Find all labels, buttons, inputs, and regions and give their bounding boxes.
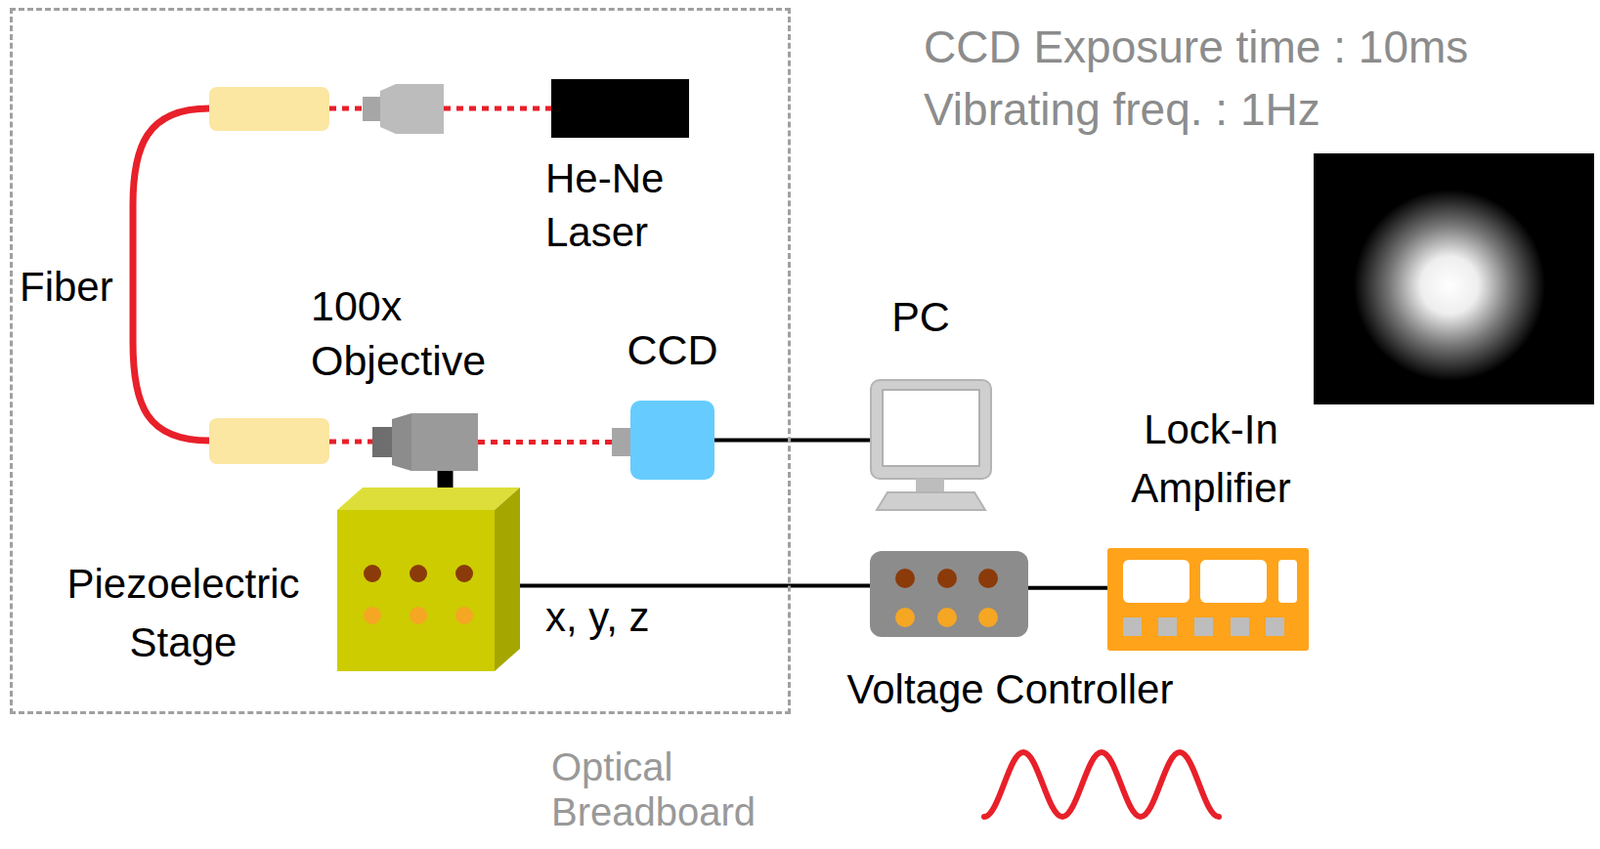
drawing-part <box>363 564 382 583</box>
node-label: Voltage Controller <box>811 662 1210 718</box>
piezo-stage: Piezoelectric Stage <box>337 510 495 672</box>
drawing-part <box>1200 560 1267 604</box>
drawing-part <box>1123 617 1142 637</box>
node-label: Optical Breadboard <box>551 744 796 835</box>
note-text: Vibrating freq. : 1Hz <box>923 80 1569 139</box>
drawing-part <box>1230 617 1250 637</box>
node-label: 100x Objective <box>310 278 512 389</box>
node-label: Lock-In Amplifier <box>1107 400 1315 519</box>
drawing-part <box>895 607 915 628</box>
drawing-part <box>1123 560 1190 604</box>
drawing-part <box>363 606 382 625</box>
drawing-part <box>630 400 715 480</box>
drawing-part <box>494 487 520 672</box>
drawing-part <box>455 564 474 583</box>
voltage-controller: Voltage Controller <box>869 551 1029 638</box>
drawing-part <box>978 607 998 628</box>
objective-tip <box>362 96 381 122</box>
fiber-coupler <box>209 418 330 465</box>
drawing-part <box>409 564 428 583</box>
drawing-part <box>978 568 998 589</box>
drawing-part <box>869 551 1029 638</box>
optical-fiber <box>132 108 210 441</box>
drawing-part <box>937 568 957 589</box>
drawing-part <box>455 606 474 625</box>
drawing-part <box>895 568 915 589</box>
drawing-part <box>882 389 980 467</box>
drawing-part <box>1194 617 1213 637</box>
laser-beam <box>443 106 552 112</box>
data-cable <box>714 438 870 443</box>
fiber-coupler <box>209 86 330 131</box>
ccd-camera: CCD <box>630 400 715 480</box>
drawing-part <box>337 510 495 672</box>
beam-spot <box>1353 189 1546 382</box>
node-label: Piezoelectric Stage <box>39 555 328 673</box>
ccd-image <box>1313 153 1595 405</box>
node-label: PC <box>871 289 970 345</box>
drawing-part <box>391 413 478 472</box>
drawing-part <box>1158 617 1177 637</box>
edge-label: x, y, z <box>545 596 650 640</box>
control-cable <box>494 584 870 589</box>
drawing-part <box>870 380 992 479</box>
drawing-part <box>869 379 993 480</box>
signal-cable <box>1028 586 1108 591</box>
objective-lens: 100x Objective <box>372 413 478 472</box>
laser-box: He-Ne Laser <box>551 79 690 138</box>
lock-in-amplifier: Lock-In Amplifier <box>1107 548 1309 651</box>
laser-beam <box>329 106 363 112</box>
drawing-part <box>372 413 478 472</box>
drawing-part <box>1278 560 1298 604</box>
note-text: CCD Exposure time : 10ms <box>923 17 1569 77</box>
drawing-part <box>337 487 520 511</box>
drawing-part <box>411 413 478 472</box>
drawing-part <box>937 607 957 628</box>
pc-monitor: PC <box>869 379 993 480</box>
laser-beam <box>477 439 631 445</box>
drawing-part <box>1265 617 1285 637</box>
drawing-part <box>876 492 986 511</box>
drawing-part <box>1107 548 1309 651</box>
laser-beam <box>329 439 373 445</box>
breadboard-region: Optical BreadboardHe-Ne Laser100x Object… <box>9 7 791 715</box>
node-label: He-Ne Laser <box>545 151 702 260</box>
drawing-part <box>915 478 945 493</box>
drawing-part <box>409 606 428 625</box>
drawing-part <box>372 427 392 458</box>
fiber-label: Fiber <box>19 259 157 315</box>
coupling-objective <box>380 84 444 134</box>
node-label: CCD <box>594 322 751 378</box>
sine-wave <box>984 752 1219 818</box>
drawing-part <box>611 428 631 457</box>
